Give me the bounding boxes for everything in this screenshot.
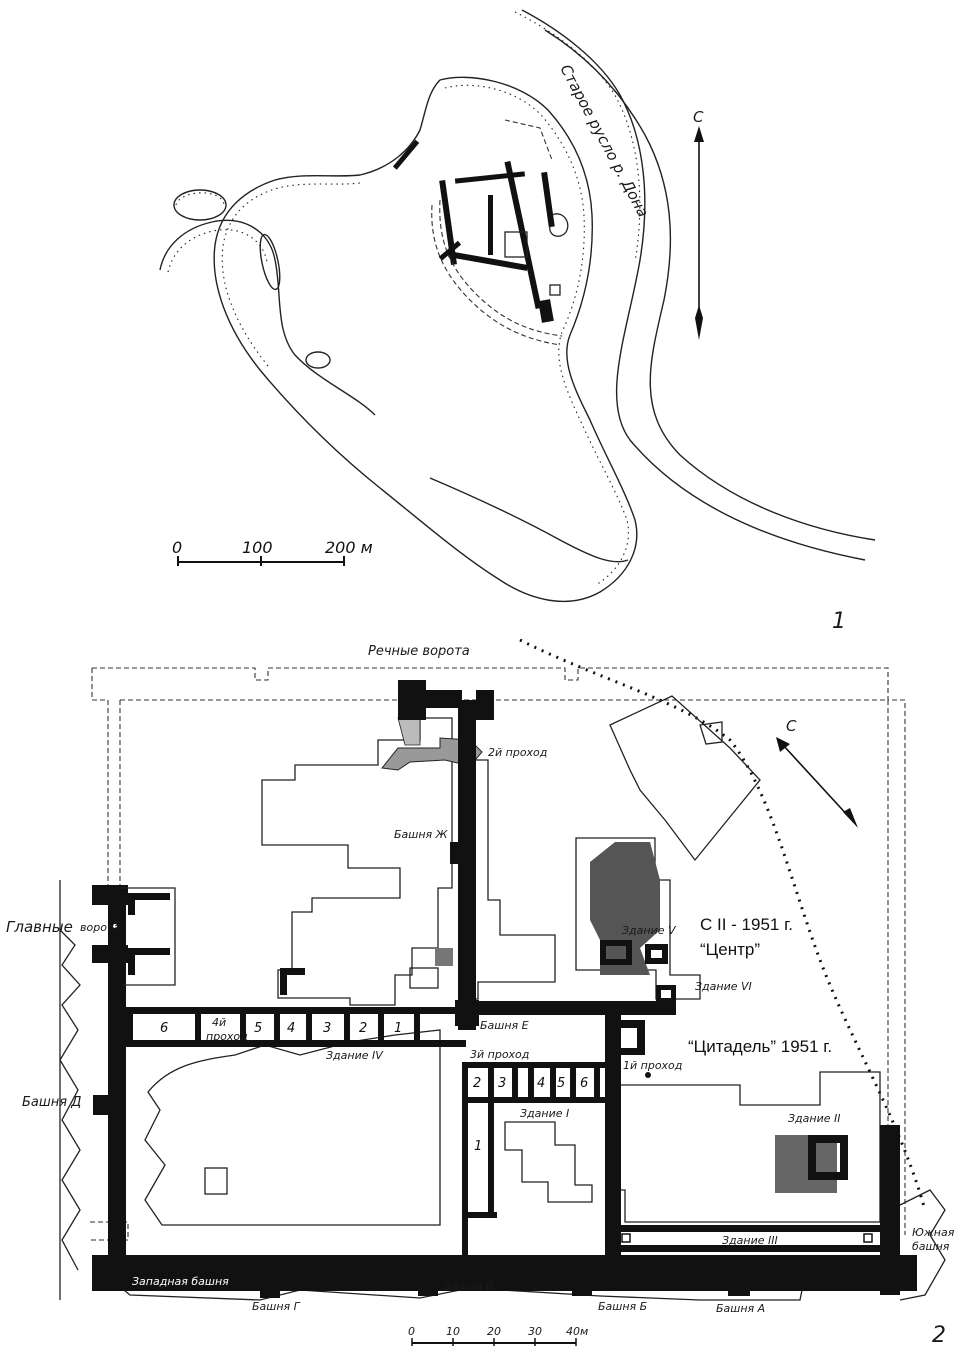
fortress-plan: 6 5 4 3 2 1 2 3 4 5 6 1 Речные ворота Гл…	[6, 638, 955, 1348]
label-tower-b: Башня Б	[598, 1300, 647, 1313]
river-bank-outer	[544, 29, 876, 541]
label-tower-g: Башня Г	[252, 1300, 301, 1313]
label-tower-e: Башня Е	[480, 1019, 529, 1032]
north-label-top: С	[693, 108, 704, 126]
hatched-features	[381, 717, 483, 771]
label-building-6: Здание VI	[695, 980, 752, 993]
scale-bar-plan: 0 10 20 30 40м	[408, 1325, 588, 1346]
river-bank-hatch	[514, 11, 641, 263]
label-tower-v: Башня В	[444, 1280, 493, 1293]
room-west-6: 6	[160, 1021, 168, 1036]
pond-west	[173, 189, 227, 221]
river-dotted-line	[519, 638, 927, 1211]
figure-number-2: 2	[932, 1323, 946, 1348]
label-passage-2: 2й проход	[488, 746, 547, 759]
river-bank-inner	[521, 9, 866, 561]
scale-top-tick-200: 200 м	[325, 538, 373, 557]
room-labels: 6 5 4 3 2 1 2 3 4 5 6 1	[160, 1021, 588, 1154]
excavated-walls	[92, 680, 917, 1298]
island-hatch	[444, 84, 629, 586]
room-west-4: 4	[287, 1021, 295, 1036]
scale-top-tick-100: 100	[242, 538, 273, 557]
label-building-3: Здание III	[722, 1234, 778, 1247]
pond-narrow	[259, 233, 281, 291]
site-map: Старое русло р. Дона С 0 100 200 м 1	[159, 9, 876, 634]
north-arrow-top: С	[693, 108, 704, 340]
room-east-2: 2	[473, 1076, 481, 1091]
label-excavation-center-2: “Центр”	[700, 940, 760, 959]
room-long-1: 1	[474, 1139, 482, 1154]
spit-east	[429, 477, 629, 563]
label-passage-1: 1й проход	[623, 1059, 682, 1072]
label-tower-d: Башня Д	[22, 1095, 81, 1110]
label-south-tower-2: башня	[912, 1240, 950, 1253]
label-building-1: Здание I	[520, 1107, 569, 1120]
island-outline	[213, 76, 638, 603]
pond-small	[305, 351, 331, 369]
figure-number-1: 1	[832, 609, 846, 634]
label-south-tower-1: Южная	[912, 1226, 955, 1239]
room-east-3: 3	[498, 1076, 506, 1091]
label-building-2: Здание II	[788, 1112, 841, 1125]
building-4-rooms	[126, 1007, 420, 1047]
label-excavation-center-1: С II - 1951 г.	[700, 915, 793, 934]
label-river-gate: Речные ворота	[368, 644, 470, 659]
room-east-5: 5	[557, 1076, 565, 1091]
north-label-plan: С	[786, 717, 797, 735]
scale-plan-tick-20: 20	[487, 1325, 501, 1338]
lagoon-hatch	[167, 229, 268, 273]
scale-plan-tick-30: 30	[528, 1325, 542, 1338]
room-west-2: 2	[359, 1021, 367, 1036]
gridded-buildings	[435, 842, 837, 1193]
pond-west-hatch	[175, 192, 225, 206]
scale-top-tick-0: 0	[172, 538, 182, 557]
label-tower-zh: Башня Ж	[394, 828, 449, 841]
plan-labels: Речные ворота Главные ворота 2й проход 3…	[6, 644, 955, 1315]
room-east-6: 6	[580, 1076, 588, 1091]
scale-plan-tick-10: 10	[446, 1325, 460, 1338]
label-main-gate-1: Главные	[6, 918, 73, 936]
north-arrow-plan: С	[776, 717, 858, 828]
label-building-4: Здание IV	[326, 1049, 384, 1062]
room-west-1: 1	[394, 1021, 402, 1036]
label-building-5: Здание V	[622, 924, 677, 937]
fortress-walls-small	[392, 119, 569, 346]
lagoon-outline	[159, 219, 376, 416]
room-east-4: 4	[537, 1076, 545, 1091]
label-passage-4a: 4й	[212, 1016, 226, 1029]
label-citadel: “Цитадель” 1951 г.	[688, 1037, 832, 1056]
label-main-gate-2: ворота	[80, 921, 120, 934]
label-tower-a: Башня А	[716, 1302, 765, 1315]
label-passage-3: 3й проход	[470, 1048, 529, 1061]
scale-bar-top: 0 100 200 м	[172, 538, 373, 566]
excavation-outlines	[59, 695, 946, 1301]
scale-plan-tick-0: 0	[408, 1325, 415, 1338]
label-passage-4b: проход	[206, 1030, 248, 1043]
island-hatch-west	[221, 182, 361, 367]
label-west-tower: Западная башня	[132, 1275, 229, 1288]
scale-plan-tick-40: 40м	[566, 1325, 588, 1338]
reconstructed-outline	[90, 667, 906, 1241]
room-west-5: 5	[254, 1021, 262, 1036]
room-west-3: 3	[323, 1021, 331, 1036]
